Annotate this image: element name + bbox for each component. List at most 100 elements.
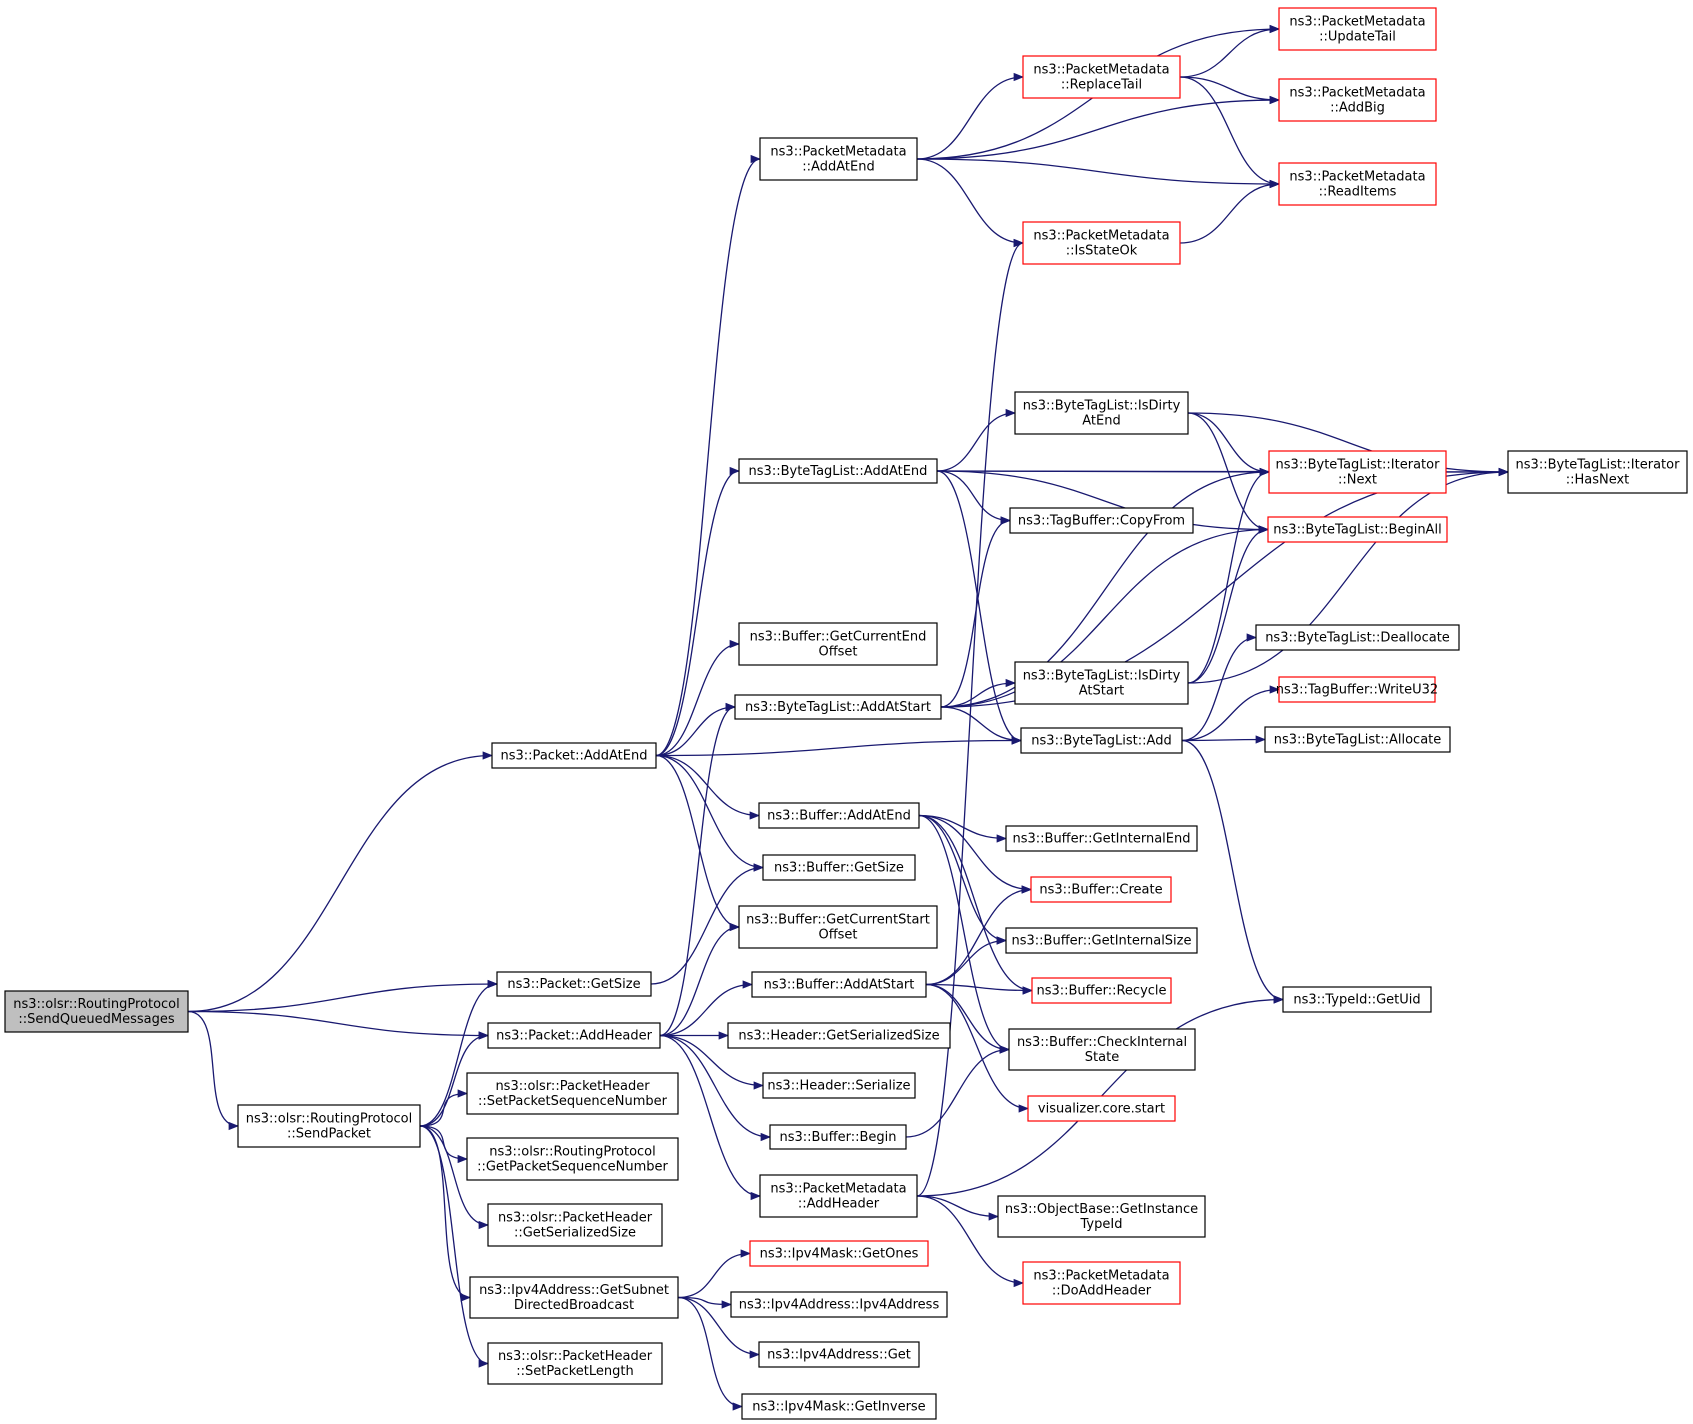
node-box[interactable] (1014, 661, 1189, 705)
node-hdr-getser[interactable]: ns3::Header::GetSerializedSize (727, 1022, 951, 1049)
node-box[interactable] (1255, 624, 1460, 651)
node-box[interactable] (730, 1291, 948, 1318)
node-pm-doaddheader[interactable]: ns3::PacketMetadata::DoAddHeader (1022, 1261, 1181, 1305)
node-box[interactable] (1507, 450, 1688, 494)
node-viz-start[interactable]: visualizer.core.start (1027, 1095, 1176, 1122)
node-buf-addatstart[interactable]: ns3::Buffer::AddAtStart (751, 971, 927, 998)
node-pm-isstateok[interactable]: ns3::PacketMetadata::IsStateOk (1022, 221, 1181, 265)
node-pm-addheader[interactable]: ns3::PacketMetadata::AddHeader (759, 1174, 918, 1218)
node-box[interactable] (4, 990, 189, 1033)
node-box[interactable] (1005, 825, 1198, 852)
node-typeid-getuid[interactable]: ns3::TypeId::GetUid (1282, 986, 1432, 1013)
node-box[interactable] (1278, 676, 1436, 703)
node-buf-create[interactable]: ns3::Buffer::Create (1030, 876, 1172, 903)
node-box[interactable] (769, 1124, 907, 1150)
node-pm-replacetail[interactable]: ns3::PacketMetadata::ReplaceTail (1022, 55, 1181, 99)
node-btl-add[interactable]: ns3::ByteTagList::Add (1020, 727, 1183, 754)
node-mask-getones[interactable]: ns3::Ipv4Mask::GetOnes (749, 1240, 929, 1267)
node-pkt-getsize[interactable]: ns3::Packet::GetSize (496, 971, 652, 997)
node-box[interactable] (758, 802, 920, 829)
node-pm-addbig[interactable]: ns3::PacketMetadata::AddBig (1278, 78, 1437, 122)
node-pkt-addheader[interactable]: ns3::Packet::AddHeader (487, 1022, 661, 1049)
node-box[interactable] (1027, 1095, 1176, 1122)
node-box[interactable] (487, 1022, 661, 1049)
node-box[interactable] (738, 622, 938, 666)
node-box[interactable] (727, 1022, 951, 1049)
node-box[interactable] (1278, 162, 1437, 206)
node-box[interactable] (496, 971, 652, 997)
node-box[interactable] (1005, 927, 1198, 954)
node-box[interactable] (466, 1072, 679, 1115)
node-btl-addatstart[interactable]: ns3::ByteTagList::AddAtStart (734, 694, 942, 720)
node-btl-addatend[interactable]: ns3::ByteTagList::AddAtEnd (738, 458, 938, 484)
node-box[interactable] (487, 1342, 663, 1385)
node-ph-setlen[interactable]: ns3::olsr::PacketHeader::SetPacketLength (487, 1342, 663, 1385)
node-ipv4-ctor[interactable]: ns3::Ipv4Address::Ipv4Address (730, 1291, 948, 1318)
node-box[interactable] (1268, 450, 1447, 494)
node-buf-getintsize[interactable]: ns3::Buffer::GetInternalSize (1005, 927, 1198, 954)
node-buf-begin[interactable]: ns3::Buffer::Begin (769, 1124, 907, 1150)
node-buf-addatend[interactable]: ns3::Buffer::AddAtEnd (758, 802, 920, 829)
node-hdr-serialize[interactable]: ns3::Header::Serialize (762, 1072, 916, 1099)
node-root[interactable]: ns3::olsr::RoutingProtocol::SendQueuedMe… (4, 990, 189, 1033)
node-box[interactable] (1022, 1261, 1181, 1305)
node-box[interactable] (997, 1195, 1206, 1238)
node-box[interactable] (738, 905, 938, 949)
node-pm-updatetail[interactable]: ns3::PacketMetadata::UpdateTail (1278, 7, 1437, 51)
node-box[interactable] (466, 1137, 679, 1181)
node-box[interactable] (1022, 55, 1181, 99)
node-box[interactable] (1020, 727, 1183, 754)
node-box[interactable] (1030, 876, 1172, 903)
node-box[interactable] (487, 1203, 663, 1247)
node-box[interactable] (762, 854, 916, 881)
node-pm-addatend[interactable]: ns3::PacketMetadata::AddAtEnd (759, 137, 918, 181)
node-box[interactable] (1282, 986, 1432, 1013)
node-mask-getinv[interactable]: ns3::Ipv4Mask::GetInverse (741, 1393, 937, 1420)
node-box[interactable] (738, 458, 938, 484)
node-box[interactable] (759, 137, 918, 181)
node-ipv4-getsubnet[interactable]: ns3::Ipv4Address::GetSubnetDirectedBroad… (469, 1276, 679, 1319)
node-btli-next[interactable]: ns3::ByteTagList::Iterator::Next (1268, 450, 1447, 494)
node-box[interactable] (1031, 977, 1172, 1004)
node-box[interactable] (741, 1393, 937, 1420)
node-tb-writeu32[interactable]: ns3::TagBuffer::WriteU32 (1276, 676, 1438, 703)
node-box[interactable] (751, 971, 927, 998)
node-box[interactable] (1278, 7, 1437, 51)
node-pm-readitems[interactable]: ns3::PacketMetadata::ReadItems (1278, 162, 1437, 206)
node-box[interactable] (469, 1276, 679, 1319)
node-ph-setseq[interactable]: ns3::olsr::PacketHeader::SetPacketSequen… (466, 1072, 679, 1115)
node-box[interactable] (1278, 78, 1437, 122)
node-btli-hasnext[interactable]: ns3::ByteTagList::Iterator::HasNext (1507, 450, 1688, 494)
node-buf-getsize[interactable]: ns3::Buffer::GetSize (762, 854, 916, 881)
node-btl-dealloc[interactable]: ns3::ByteTagList::Deallocate (1255, 624, 1460, 651)
node-box[interactable] (749, 1240, 929, 1267)
node-box[interactable] (1264, 726, 1451, 753)
node-box[interactable] (762, 1072, 916, 1099)
node-box[interactable] (491, 742, 657, 769)
node-tb-copyfrom[interactable]: ns3::TagBuffer::CopyFrom (1009, 507, 1194, 534)
node-ph-getser[interactable]: ns3::olsr::PacketHeader::GetSerializedSi… (487, 1203, 663, 1247)
node-box[interactable] (734, 694, 942, 720)
node-box[interactable] (1008, 1028, 1196, 1071)
node-btl-beginall[interactable]: ns3::ByteTagList::BeginAll (1267, 516, 1448, 543)
node-rp-getseq[interactable]: ns3::olsr::RoutingProtocol::GetPacketSeq… (466, 1137, 679, 1181)
node-buf-getintend[interactable]: ns3::Buffer::GetInternalEnd (1005, 825, 1198, 852)
node-ipv4-get[interactable]: ns3::Ipv4Address::Get (758, 1341, 920, 1368)
node-box[interactable] (758, 1341, 920, 1368)
node-box[interactable] (1014, 391, 1189, 435)
node-box[interactable] (237, 1104, 421, 1148)
node-btl-alloc[interactable]: ns3::ByteTagList::Allocate (1264, 726, 1451, 753)
node-box[interactable] (1267, 516, 1448, 543)
node-buf-recycle[interactable]: ns3::Buffer::Recycle (1031, 977, 1172, 1004)
node-pkt-addatend[interactable]: ns3::Packet::AddAtEnd (491, 742, 657, 769)
node-box[interactable] (1009, 507, 1194, 534)
node-box[interactable] (1022, 221, 1181, 265)
node-box[interactable] (759, 1174, 918, 1218)
node-sendpacket[interactable]: ns3::olsr::RoutingProtocol::SendPacket (237, 1104, 421, 1148)
